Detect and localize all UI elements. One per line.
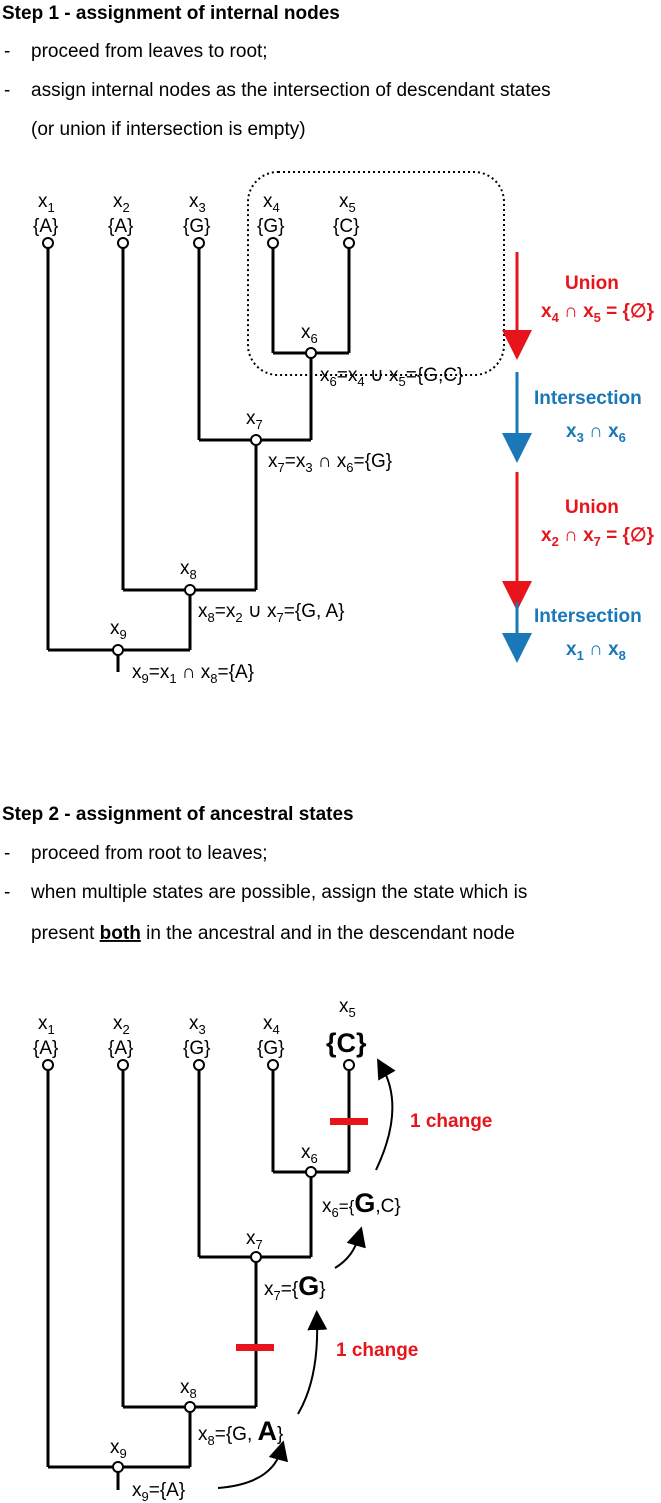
step2-bullet-1: proceed from root to leaves; [31,843,268,864]
step1-nodes [42,237,355,656]
step2-curved-arrows [217,1058,396,1489]
s2-leaf-x4-name: x4 [263,1013,280,1037]
step2-leaf-labels: x1 {A} x2 {A} x3 {G} x4 {G} x5 {C} [33,996,367,1059]
leaf-x3-state: {G} [183,216,210,237]
step1-internal-labels: x6 x6=x4 ∪ x5={G,C} x7 x7=x3 ∩ x6={G} x8… [110,322,463,686]
s2-node-x9-eq: x9={A} [132,1480,185,1503]
leaf-x1-name: x1 [38,191,55,215]
s2-leaf-x5-state: {C} [326,1028,367,1058]
arrow4-expr: x1 ∩ x8 [566,639,626,663]
arrow2-label: Intersection [534,388,642,409]
arrow4-label: Intersection [534,606,642,627]
s2-node-x7-name: x7 [246,1228,263,1252]
step2-bullet-cont: present both in the ancestral and in the… [31,923,515,944]
arrow1-label: Union [565,273,619,294]
arrow2-expr: x3 ∩ x6 [566,421,626,445]
step1-tree [46,171,505,672]
leaf-x4-name: x4 [263,191,280,215]
s2-node-x6-name: x6 [301,1142,318,1166]
step1-title: Step 1 - assignment of internal nodes [2,3,340,24]
arrow1-expr: x4 ∩ x5 = {∅} [541,301,655,325]
s2-leaf-x1-state: {A} [33,1038,58,1059]
leaf-x5-name: x5 [339,191,356,215]
node-x9-eq: x9=x1 ∩ x8={A} [132,662,254,686]
arrow3-label: Union [565,497,619,518]
s2-node-x8-eq: x8={G, A} [198,1416,283,1448]
leaf-x5-state: {C} [333,216,359,237]
s2-leaf-x3-name: x3 [189,1013,206,1037]
node-x6-eq: x6=x4 ∪ x5={G,C} [320,365,463,389]
s2-leaf-x2-state: {A} [108,1038,133,1059]
step1-bullet-dash-1: - [4,41,10,62]
s2-node-x8-name: x8 [180,1377,197,1401]
node-x8-name: x8 [180,558,197,582]
s2-leaf-x2-name: x2 [113,1013,130,1037]
step1-bullet-2: assign internal nodes as the intersectio… [31,80,551,101]
leaf-x2-state: {A} [108,216,133,237]
step2-title: Step 2 - assignment of ancestral states [2,804,354,825]
step2-change-labels: 1 change 1 change [336,1111,492,1361]
change-label-upper: 1 change [410,1111,492,1132]
leaf-x1-state: {A} [33,216,58,237]
s2-leaf-x5-name: x5 [339,996,356,1020]
step2-bullet-2: when multiple states are possible, assig… [30,882,527,903]
s2-leaf-x1-name: x1 [38,1013,55,1037]
arrow3-expr: x2 ∩ x7 = {∅} [541,525,655,549]
change-label-lower: 1 change [336,1340,418,1361]
step2-bullet-dash-2: - [4,882,10,903]
s2-node-x6-eq: x6={G,C} [322,1188,401,1220]
step1-leaf-labels: x1 {A} x2 {A} x3 {G} x4 {G} x5 {C} [33,191,359,237]
s2-node-x9-name: x9 [110,1437,127,1461]
change-bar-x7 [236,1344,274,1351]
step2-change-bars [236,1118,368,1351]
s2-leaf-x4-state: {G} [257,1038,284,1059]
s2-leaf-x3-state: {G} [183,1038,210,1059]
node-x6-name: x6 [301,322,318,346]
s2-node-x7-eq: x7={G} [264,1271,326,1303]
step2-bullet-dash-1: - [4,843,10,864]
node-x7-eq: x7=x3 ∩ x6={G} [268,451,392,475]
change-bar-x5 [330,1118,368,1125]
leaf-x4-state: {G} [257,216,284,237]
step1-bullet-dash-2: - [4,80,10,101]
node-x9-name: x9 [110,618,127,642]
step2-nodes [42,1059,355,1473]
node-x7-name: x7 [246,408,263,432]
node-x8-eq: x8=x2 ∪ x7={G, A} [198,601,345,625]
step1-bullet-cont: (or union if intersection is empty) [31,119,306,140]
step2-tree [46,1070,351,1490]
leaf-x2-name: x2 [113,191,130,215]
step2-internal-labels: x6 x6={G,C} x7 x7={G} x8 x8={G, A} x9 x9… [110,1142,401,1503]
step1-bullet-1: proceed from leaves to root; [31,41,268,62]
step1-side-labels: Union x4 ∩ x5 = {∅} Intersection x3 ∩ x6… [534,273,655,663]
leaf-x3-name: x3 [189,191,206,215]
